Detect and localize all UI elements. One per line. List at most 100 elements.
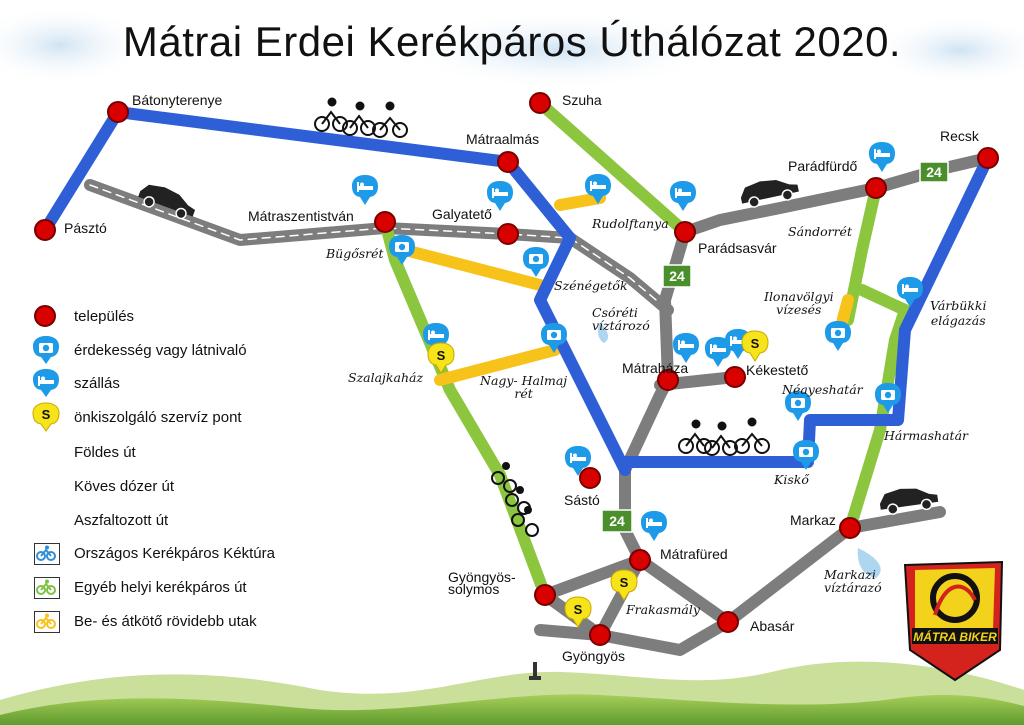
bed-pin-icon[interactable] <box>564 445 592 477</box>
legend-label: Egyéb helyi kerékpáros út <box>74 578 247 596</box>
legend-row-foldes: Földes út <box>32 439 136 465</box>
legend-label: szállás <box>74 374 120 392</box>
settlement-dot-kekesteto[interactable] <box>724 366 746 388</box>
csoreti-lake <box>597 322 609 343</box>
dirt-road-swatch <box>32 439 60 465</box>
svg-text:S: S <box>620 575 629 590</box>
label-gyongyos: Gyöngyös <box>562 648 626 664</box>
legend-row-aszfalt: Aszfaltozott út <box>32 507 168 533</box>
service-pin-icon[interactable]: S <box>610 569 638 601</box>
bed-pin-icon[interactable] <box>669 180 697 212</box>
settlement-dot-batonyterenye[interactable] <box>107 101 129 123</box>
camera-pin-icon[interactable] <box>874 382 902 414</box>
label-gyongyossolymos: Gyöngyös- solymos <box>448 569 516 597</box>
camera-pin-icon <box>32 336 60 364</box>
settlement-dot-recsk[interactable] <box>977 147 999 169</box>
bed-pin-icon[interactable] <box>672 332 700 364</box>
label-batonyterenye: Bátonyterenye <box>132 92 223 108</box>
svg-text:24: 24 <box>609 513 625 529</box>
svg-text:S: S <box>437 348 446 363</box>
camera-pin-icon[interactable] <box>388 234 416 266</box>
route24-badge: 24 <box>662 264 692 288</box>
service-pin-icon[interactable]: S <box>564 596 592 628</box>
sky-cloud <box>0 5 150 85</box>
svg-text:S: S <box>42 407 51 422</box>
svg-text:S: S <box>574 602 583 617</box>
camera-pin-icon[interactable] <box>824 320 852 352</box>
settlement-dot-gyongyossolymos[interactable] <box>534 584 556 606</box>
camera-pin-icon[interactable] <box>522 246 550 278</box>
label-nagyhalmaj: Nagy- Halmaj rét <box>480 373 568 401</box>
label-markazi: Markazi víztárazó <box>824 567 882 595</box>
label-bugosret: Bügősrét <box>326 246 384 261</box>
settlement-dot-matraalmas[interactable] <box>497 151 519 173</box>
car-icon <box>879 488 939 515</box>
service-pin-icon[interactable]: S <box>427 342 455 374</box>
legend-label: érdekesség vagy látnivaló <box>74 341 247 359</box>
label-neayeshatar: Néayeshatár <box>782 382 863 397</box>
label-matrahaza: Mátraháza <box>622 360 689 376</box>
car-icon <box>138 184 196 220</box>
label-szalajkahaz: Szalajkaház <box>348 370 424 385</box>
label-matrafured: Mátrafüred <box>660 546 728 562</box>
bed-pin-icon[interactable] <box>422 322 450 354</box>
legend-row-helyi: Egyéb helyi kerékpáros út <box>32 574 247 600</box>
settlement-dot-matraszentistvan[interactable] <box>374 211 396 233</box>
settlement-dot-sasto[interactable] <box>579 467 601 489</box>
service-pin-icon[interactable]: S <box>741 330 769 362</box>
cyclists-icon <box>314 97 408 138</box>
legend-label: település <box>74 307 135 325</box>
matra-biker-logo: MÁTRA BIKER <box>903 560 1004 682</box>
settlement-dot-paradsasvar[interactable] <box>674 221 696 243</box>
settlement-dot-szuha[interactable] <box>529 92 551 114</box>
label-galyateto: Galyatető <box>432 206 492 222</box>
service-pin-icon: S <box>32 402 60 432</box>
route24-badge: 24 <box>919 161 949 183</box>
bed-pin-icon[interactable] <box>584 173 612 205</box>
settlement-dot-markaz[interactable] <box>839 517 861 539</box>
label-markaz: Markaz <box>790 512 836 528</box>
cyclists-icon <box>678 417 770 456</box>
label-rudolftanya: Rudolftanya <box>592 216 669 231</box>
connector-routes <box>399 192 854 386</box>
legend-row-telepules: település <box>32 303 134 329</box>
bed-pin-icon[interactable] <box>896 276 924 308</box>
label-paradsasvar: Parádsasvár <box>698 240 777 256</box>
legend-label: önkiszolgáló szervíz pont <box>74 408 242 426</box>
settlement-dot-paszto[interactable] <box>34 219 56 241</box>
settlement-dot-galyateto[interactable] <box>497 223 519 245</box>
settlement-dot-paradfurdo[interactable] <box>865 177 887 199</box>
svg-text:24: 24 <box>669 268 685 284</box>
svg-text:S: S <box>751 336 760 351</box>
red-dot-icon <box>32 303 60 329</box>
settlement-dot-gyongyos[interactable] <box>589 624 611 646</box>
label-frakasmaly: Frakasmály <box>626 602 700 617</box>
legend-label: Be- és átkötő rövidebb utak <box>74 612 257 630</box>
label-paszto: Pásztó <box>64 220 107 236</box>
legend-row-kektura: Országos Kerékpáros Kéktúra <box>32 540 275 566</box>
svg-text:24: 24 <box>926 164 942 180</box>
legend-row-koves: Köves dózer út <box>32 473 174 499</box>
bed-pin-icon[interactable] <box>486 180 514 212</box>
camera-pin-icon[interactable] <box>784 390 812 422</box>
label-paradfurdo: Parádfürdő <box>788 158 858 174</box>
label-ilonavolgyi: Ilonavölgyi vízesés <box>764 289 834 317</box>
bed-pin-icon[interactable] <box>640 510 668 542</box>
markazi-lake <box>857 548 881 578</box>
bed-pin-icon[interactable] <box>704 336 732 368</box>
bed-pin-icon <box>32 369 60 397</box>
legend-label: Földes út <box>74 443 136 461</box>
camera-pin-icon[interactable] <box>540 322 568 354</box>
camera-pin-icon[interactable] <box>792 439 820 471</box>
bed-pin-icon[interactable] <box>868 141 896 173</box>
label-recsk: Recsk <box>940 128 979 144</box>
settlement-dot-abasar[interactable] <box>717 611 739 633</box>
bed-pin-icon[interactable] <box>351 174 379 206</box>
settlement-dot-matrahaza[interactable] <box>657 369 679 391</box>
settlement-dot-matrafured[interactable] <box>629 549 651 571</box>
tv-tower-icon <box>529 662 541 680</box>
label-abasar: Abasár <box>750 618 795 634</box>
page-title: Mátrai Erdei Kerékpáros Úthálózat 2020. <box>122 18 902 65</box>
